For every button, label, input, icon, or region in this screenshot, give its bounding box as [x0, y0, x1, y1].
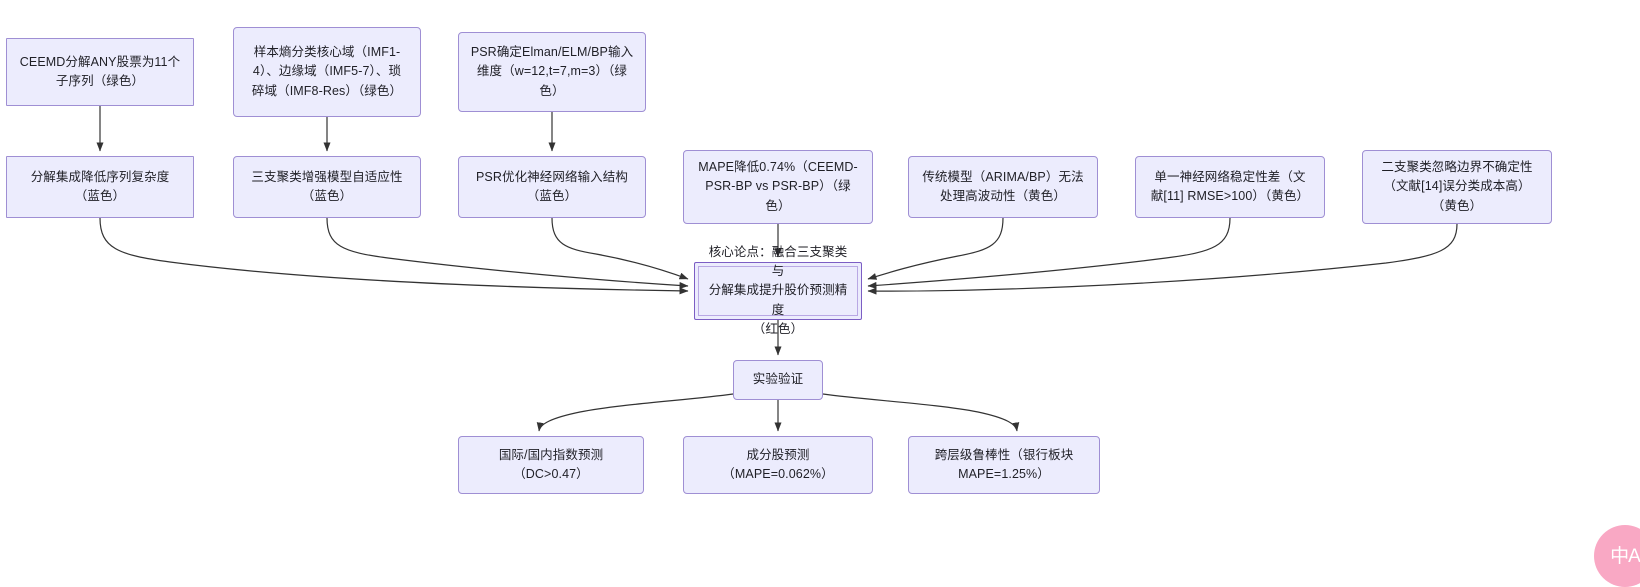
edge-singlenn-to-core [867, 217, 1231, 289]
node-core-claim[interactable]: 核心论点：融合三支聚类与 分解集成提升股价预测精度 （红色） [694, 245, 862, 336]
edge-psrclaim-to-core [551, 217, 689, 280]
edge-decomp-to-core [99, 217, 689, 295]
watermark-label: 中A [1610, 545, 1640, 567]
node-experiment[interactable]: 实验验证 [733, 360, 823, 400]
node-result-index-label: 国际/国内指数预测 （DC>0.47） [498, 447, 604, 481]
node-core-claim-label: 核心论点：融合三支聚类与 分解集成提升股价预测精度 （红色） [708, 244, 848, 337]
edge-experiment-to-index [536, 393, 734, 432]
watermark-badge: 中A [1594, 525, 1640, 587]
node-claim-cluster[interactable]: 三支聚类增强模型自适应性 （蓝色） [233, 156, 421, 218]
node-gap-two-way-label: 二支聚类忽略边界不确定性 （文献[14]误分类成本高） （黄色） [1381, 159, 1533, 213]
flowchart-canvas: CEEMD分解ANY股票为11个 子序列（绿色） 样本熵分类核心域（IMF1- … [6, 27, 1640, 587]
node-claim-cluster-label: 三支聚类增强模型自适应性 （蓝色） [251, 169, 403, 203]
node-claim-decomp[interactable]: 分解集成降低序列复杂度 （蓝色） [6, 156, 194, 218]
node-result-robust[interactable]: 跨层级鲁棒性（银行板块 MAPE=1.25%） [908, 436, 1100, 494]
edge-experiment-to-robust [822, 393, 1020, 432]
node-gap-two-way[interactable]: 二支聚类忽略边界不确定性 （文献[14]误分类成本高） （黄色） [1362, 150, 1552, 224]
node-evidence-mape-label: MAPE降低0.74%（CEEMD- PSR-BP vs PSR-BP）（绿 色… [698, 159, 858, 213]
edge-cluster-to-core [326, 217, 689, 289]
node-method-psr[interactable]: PSR确定Elman/ELM/BP输入 维度（w=12,t=7,m=3）（绿 色… [458, 32, 646, 112]
node-gap-traditional[interactable]: 传统模型（ARIMA/BP）无法 处理高波动性（黄色） [908, 156, 1098, 218]
node-gap-single-nn[interactable]: 单一神经网络稳定性差（文 献[11] RMSE>100）（黄色） [1135, 156, 1325, 218]
edge-twoway-to-core [867, 223, 1458, 295]
node-method-entropy[interactable]: 样本熵分类核心域（IMF1- 4）、边缘域（IMF5-7）、琐 碎域（IMF8-… [233, 27, 421, 117]
node-claim-psr-label: PSR优化神经网络输入结构 （蓝色） [475, 169, 628, 203]
node-gap-traditional-label: 传统模型（ARIMA/BP）无法 处理高波动性（黄色） [922, 169, 1084, 203]
edge-traditional-to-core [867, 217, 1004, 280]
node-method-ceemd-label: CEEMD分解ANY股票为11个 子序列（绿色） [19, 54, 181, 88]
node-result-stock[interactable]: 成分股预测 （MAPE=0.062%） [683, 436, 873, 494]
node-result-index[interactable]: 国际/国内指数预测 （DC>0.47） [458, 436, 644, 494]
node-claim-decomp-label: 分解集成降低序列复杂度 （蓝色） [30, 169, 170, 203]
node-method-ceemd[interactable]: CEEMD分解ANY股票为11个 子序列（绿色） [6, 38, 194, 106]
node-result-robust-label: 跨层级鲁棒性（银行板块 MAPE=1.25%） [934, 447, 1074, 481]
node-experiment-label: 实验验证 [752, 372, 804, 387]
node-claim-psr[interactable]: PSR优化神经网络输入结构 （蓝色） [458, 156, 646, 218]
node-evidence-mape[interactable]: MAPE降低0.74%（CEEMD- PSR-BP vs PSR-BP）（绿 色… [683, 150, 873, 224]
node-method-entropy-label: 样本熵分类核心域（IMF1- 4）、边缘域（IMF5-7）、琐 碎域（IMF8-… [251, 44, 403, 98]
node-method-psr-label: PSR确定Elman/ELM/BP输入 维度（w=12,t=7,m=3）（绿 色… [470, 44, 634, 98]
node-gap-single-nn-label: 单一神经网络稳定性差（文 献[11] RMSE>100）（黄色） [1150, 169, 1310, 203]
node-result-stock-label: 成分股预测 （MAPE=0.062%） [722, 447, 834, 481]
